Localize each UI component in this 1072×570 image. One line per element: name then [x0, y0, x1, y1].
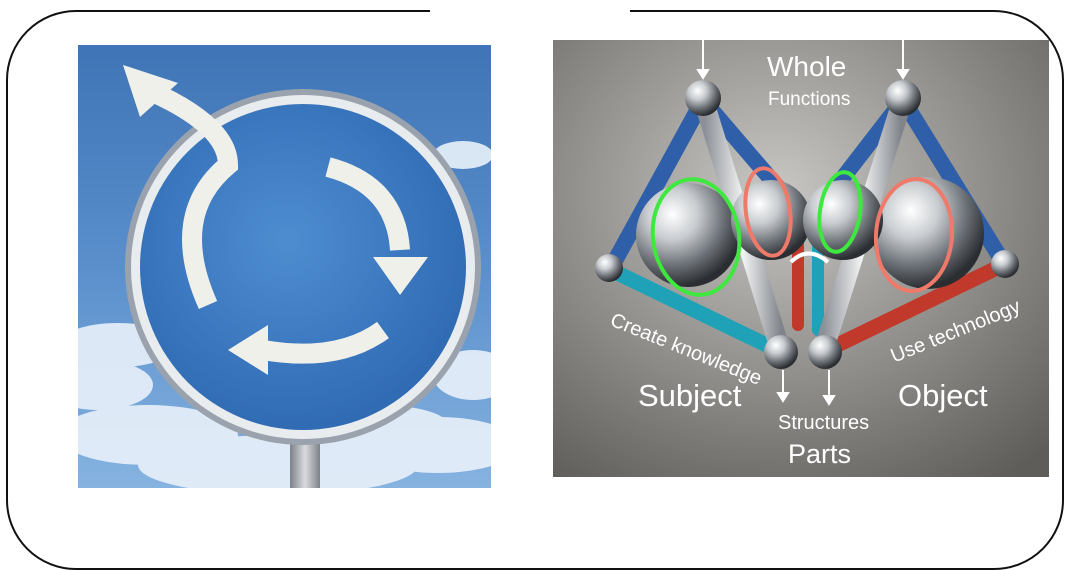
- label-parts: Parts: [788, 439, 852, 469]
- magnet-model-photo: Whole Functions Create knowledge Use tec…: [553, 40, 1049, 477]
- title-fragment: [430, 0, 630, 12]
- magnetic-construction-model-icon: [553, 40, 1049, 477]
- roundabout-sign-photo: [78, 45, 491, 488]
- label-functions: Functions: [768, 89, 851, 110]
- label-subject: Subject: [638, 378, 742, 413]
- label-structures: Structures: [778, 412, 870, 434]
- roundabout-sign-icon: [78, 45, 491, 488]
- label-object: Object: [898, 378, 988, 413]
- label-whole: Whole: [767, 51, 847, 82]
